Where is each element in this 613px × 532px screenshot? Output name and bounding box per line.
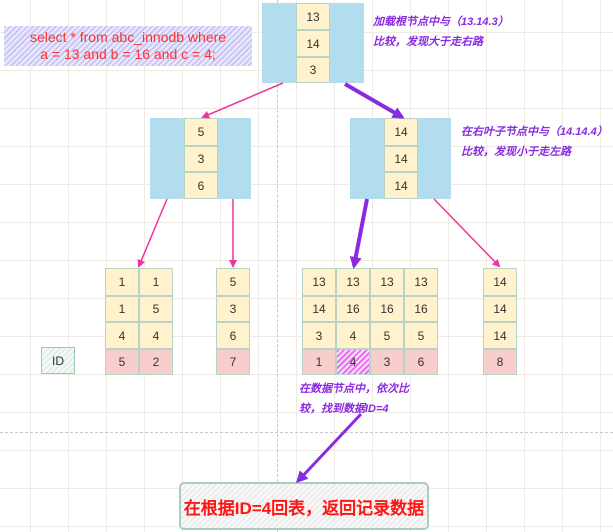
leaf-key-cell: 4 (139, 322, 173, 349)
page-break-line-vertical (277, 0, 278, 532)
leaf-key-cell: 16 (404, 296, 438, 322)
leaf-key-cell: 5 (216, 268, 250, 296)
arrow-left-to-leaf1 (137, 198, 168, 268)
leaf-key-cell: 14 (483, 322, 517, 349)
leaf-id-cell: 2 (139, 349, 173, 375)
root-key: 3 (296, 57, 330, 83)
leaf-key-cell: 1 (105, 296, 139, 322)
leaf-id-cell: 5 (105, 349, 139, 375)
leaf-key-cell: 14 (483, 296, 517, 322)
leaf-id-cell: 7 (216, 349, 250, 375)
leaf-key-cell: 13 (302, 268, 336, 296)
leaf-id-cell: 6 (404, 349, 438, 375)
root-annotation-line-1: 加载根节点中与（13.14.3） (373, 16, 509, 28)
leaf-id-cell: 8 (483, 349, 517, 375)
right-internal-annotation-line-2: 比较，发现小于走左路 (461, 146, 571, 158)
root-key: 13 (296, 3, 330, 30)
leaf-key-cell: 6 (216, 322, 250, 349)
data-node-annotation: 在数据节点中，依次比 较，找到数据ID=4 (299, 379, 449, 419)
arrow-right-to-leaf4 (433, 198, 501, 268)
arrow-root-to-left (201, 82, 284, 119)
root-annotation-line-2: 比较，发现大于走右路 (373, 36, 483, 48)
leaf-key-cell: 5 (370, 322, 404, 349)
arrow-right-to-leaf3 (349, 198, 369, 269)
leaf-key-cell: 5 (139, 296, 173, 322)
internal-node-left[interactable]: 5 3 6 (150, 118, 251, 199)
internal-left-key: 6 (184, 172, 218, 199)
leaf-key-cell: 13 (370, 268, 404, 296)
sql-line-1: select * from abc_innodb where (29, 29, 227, 45)
internal-left-key: 3 (184, 146, 218, 172)
leaf-key-cell: 3 (216, 296, 250, 322)
leaf-key-cell: 5 (404, 322, 438, 349)
data-node-annotation-line-1: 在数据节点中，依次比 (299, 383, 409, 395)
right-internal-annotation-line-1: 在右叶子节点中与（14.14.4） (461, 126, 608, 138)
leaf-id-cell: 4 (336, 349, 370, 375)
leaf-key-cell: 16 (370, 296, 404, 322)
leaf-key-cell: 4 (336, 322, 370, 349)
page-break-line (0, 432, 613, 433)
leaf-key-cell: 16 (336, 296, 370, 322)
leaf-key-cell: 14 (302, 296, 336, 322)
leaf-key-cell: 14 (483, 268, 517, 296)
leaf-key-cell: 1 (139, 268, 173, 296)
leaf-key-cell: 4 (105, 322, 139, 349)
sql-query-note: select * from abc_innodb where a = 13 an… (4, 26, 252, 66)
internal-right-key: 14 (384, 118, 418, 146)
leaf-key-cell: 13 (404, 268, 438, 296)
root-node[interactable]: 13 14 3 (262, 3, 364, 83)
arrow-root-to-right (343, 82, 405, 119)
internal-node-right[interactable]: 14 14 14 (350, 118, 451, 199)
id-legend: ID (41, 347, 75, 374)
leaf-id-cell: 1 (302, 349, 336, 375)
data-node-annotation-line-2: 较，找到数据ID=4 (299, 403, 389, 415)
internal-left-key: 5 (184, 118, 218, 146)
root-key: 14 (296, 30, 330, 57)
internal-right-key: 14 (384, 172, 418, 199)
sql-line-2: a = 13 and b = 16 and c = 4; (40, 46, 216, 62)
right-internal-annotation: 在右叶子节点中与（14.14.4） 比较，发现小于走左路 (461, 122, 613, 162)
root-annotation: 加载根节点中与（13.14.3） 比较，发现大于走右路 (373, 12, 613, 52)
leaf-key-cell: 3 (302, 322, 336, 349)
leaf-id-cell: 3 (370, 349, 404, 375)
arrow-data-to-result (295, 412, 363, 484)
leaf-key-cell: 1 (105, 268, 139, 296)
internal-right-key: 14 (384, 146, 418, 172)
leaf-key-cell: 13 (336, 268, 370, 296)
